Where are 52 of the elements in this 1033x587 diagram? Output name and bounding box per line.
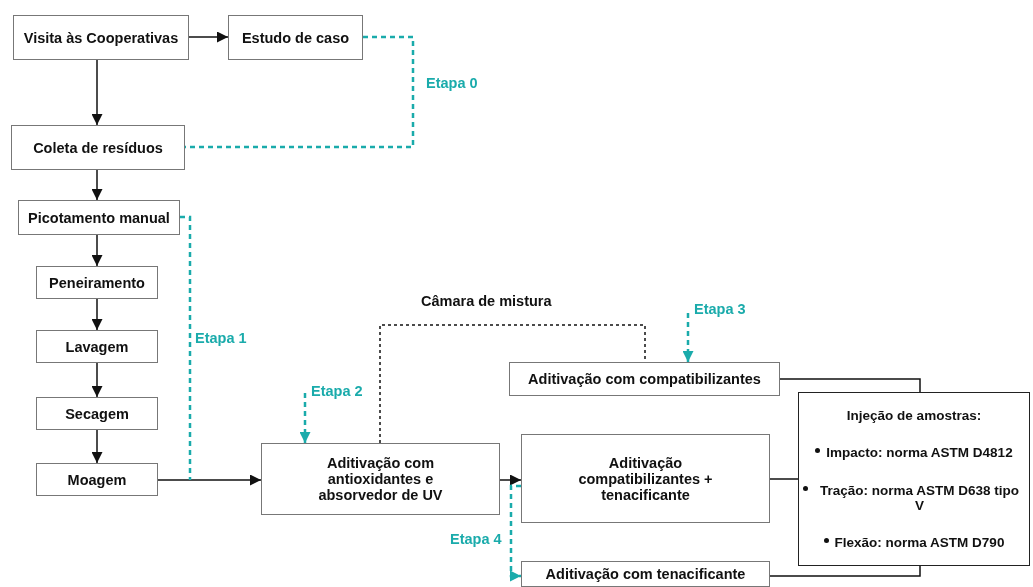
process-box <box>36 397 158 430</box>
edge-label: Etapa 2 <box>309 383 365 399</box>
process-box <box>36 330 158 363</box>
node-label: Coleta de resíduos <box>33 139 163 156</box>
edge-label: Etapa 3 <box>692 301 748 317</box>
arrow <box>157 474 262 486</box>
arrow <box>91 429 103 464</box>
process-box <box>261 443 500 515</box>
process-box <box>13 15 189 60</box>
arrow <box>188 31 229 43</box>
process-box <box>18 200 180 235</box>
process-box <box>509 362 780 396</box>
arrow <box>682 313 694 362</box>
arrow <box>91 298 103 331</box>
node-label: Aditivação compatibilizantes + tenacificante <box>577 454 714 503</box>
process-box <box>36 266 158 299</box>
connector-line <box>769 565 921 577</box>
node-label: Aditivação com compatibilizantes <box>528 371 761 387</box>
arrow <box>91 234 103 267</box>
node-label: Injeção de amostras: <box>845 408 983 424</box>
node-label: Aditivação com antioxidantes e absorvedor de UV <box>317 455 444 503</box>
list-box <box>798 392 1030 566</box>
node-label: Secagem <box>65 405 129 422</box>
node-label: Lavagem <box>65 338 129 355</box>
process-box <box>11 125 185 170</box>
arrow <box>509 484 521 582</box>
list-item-text: Flexão: norma ASTM D790 <box>834 534 1005 550</box>
node-label: Picotamento manual <box>28 209 170 226</box>
node-label: Peneiramento <box>49 274 145 291</box>
node-label: Aditivação com tenacificante <box>545 566 746 582</box>
process-box <box>36 463 158 496</box>
edge-label: Etapa 1 <box>193 330 249 346</box>
process-box <box>521 434 770 523</box>
arrow <box>499 474 522 486</box>
arrow <box>91 169 103 201</box>
edge-label: Câmara de mistura <box>419 293 554 309</box>
connector-line <box>379 324 646 444</box>
edge-label: Etapa 0 <box>424 75 480 91</box>
arrow <box>91 59 103 126</box>
connector-line <box>779 378 921 393</box>
list-item-text: Tração: norma ASTM D638 tipo V <box>818 482 1020 513</box>
arrow <box>91 362 103 398</box>
node-label: Visita às Cooperativas <box>23 29 179 46</box>
connector-line <box>180 215 192 480</box>
list-item-text: Impacto: norma ASTM D4812 <box>826 445 1013 461</box>
edge-label: Etapa 4 <box>448 531 504 547</box>
process-box <box>228 15 363 60</box>
arrow <box>299 393 311 443</box>
connector-line <box>769 478 799 480</box>
node-label: Estudo de caso <box>241 29 350 46</box>
process-box <box>521 561 770 587</box>
node-label: Moagem <box>67 471 127 488</box>
